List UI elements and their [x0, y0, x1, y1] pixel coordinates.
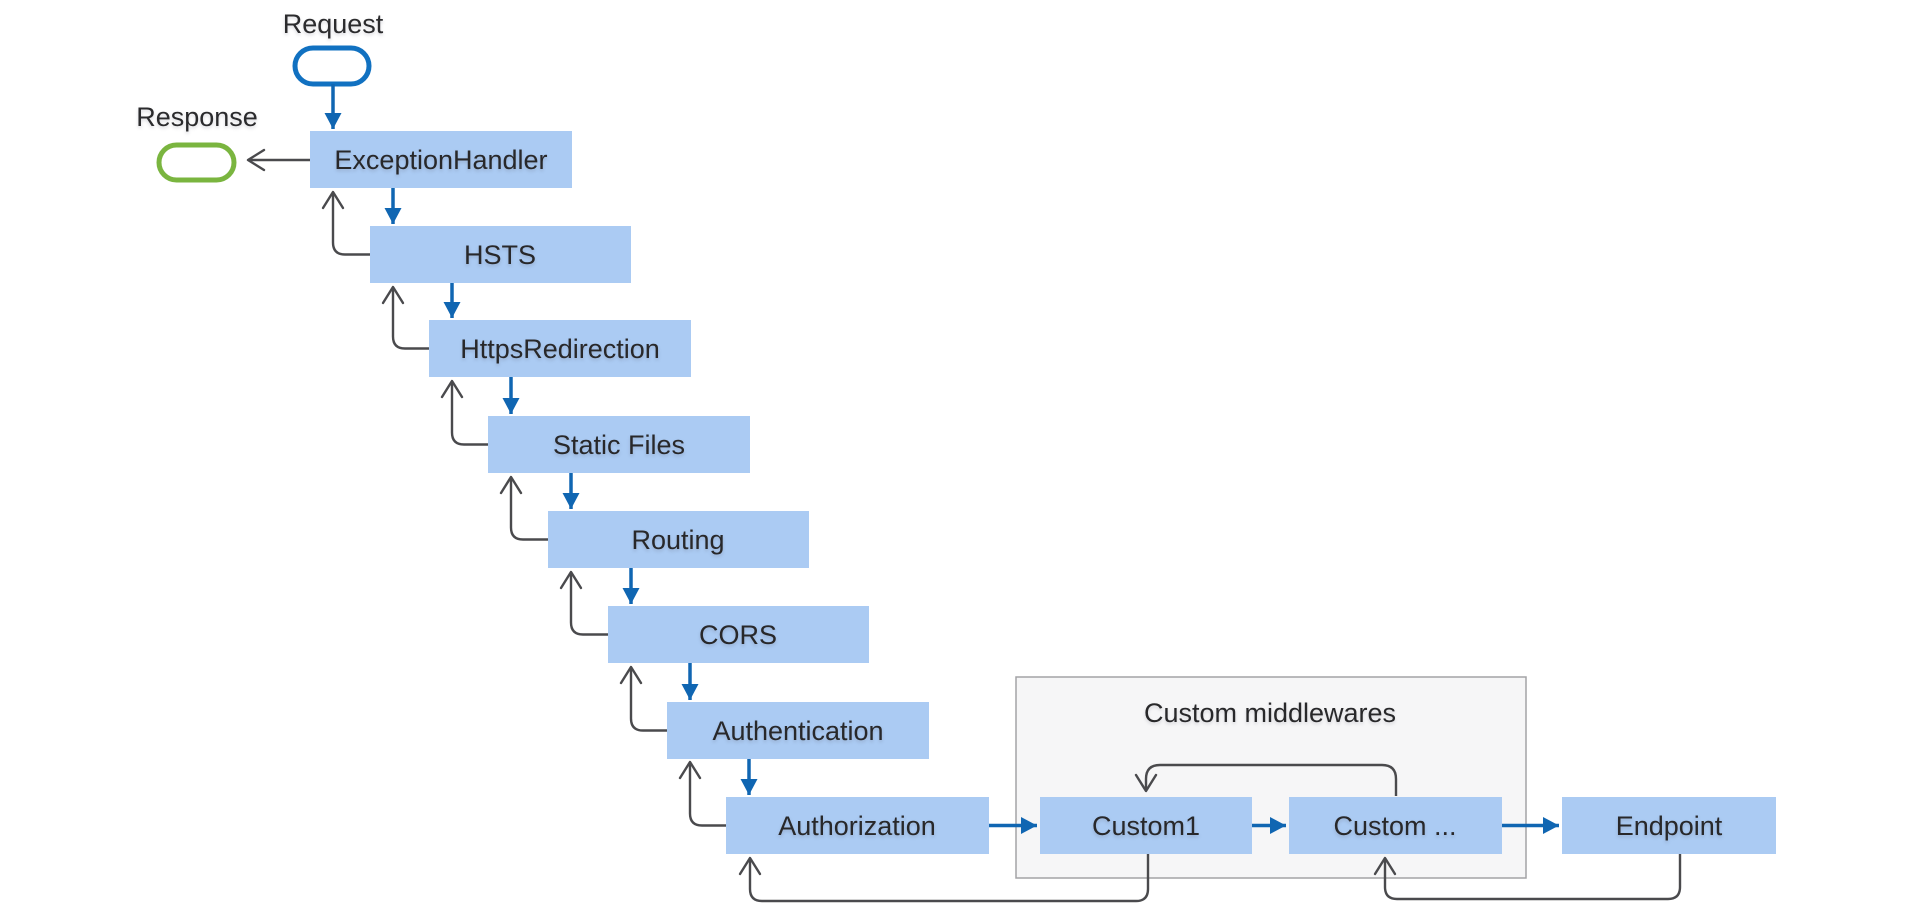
node-hsts: HSTS	[370, 226, 631, 283]
node-exception-handler-box	[310, 131, 572, 188]
node-routing: Routing	[548, 511, 809, 568]
request-terminal	[292, 45, 372, 87]
node-routing-box	[548, 511, 809, 568]
node-authentication: Authentication	[667, 702, 929, 759]
node-exception-handler: ExceptionHandler	[310, 131, 572, 188]
node-custom-more-box	[1289, 797, 1502, 854]
node-static-files: Static Files	[488, 416, 750, 473]
node-custom-more-label: Custom ...	[1333, 811, 1456, 841]
node-custom1-label: Custom1	[1092, 811, 1200, 841]
node-cors-box	[608, 606, 869, 663]
node-endpoint-label: Endpoint	[1616, 811, 1723, 841]
node-custom1-box	[1040, 797, 1252, 854]
return-arrow-custommore-to-custom1-loop	[1134, 763, 1398, 796]
node-custom1: Custom1	[1040, 797, 1252, 854]
node-static-files-box	[488, 416, 750, 473]
return-flow-arrows	[246, 148, 1682, 903]
return-arrow-custom1-to-authorization	[738, 854, 1150, 903]
node-authentication-box	[667, 702, 929, 759]
return-arrow-cors-to-routing	[559, 570, 608, 636]
node-custom-more: Custom ...	[1289, 797, 1502, 854]
node-cors: CORS	[608, 606, 869, 663]
node-authentication-label: Authentication	[712, 716, 883, 746]
return-arrow-routing-to-staticfiles	[499, 475, 548, 541]
response-label: Response	[136, 102, 258, 132]
node-endpoint: Endpoint	[1562, 797, 1776, 854]
node-hsts-box	[370, 226, 631, 283]
node-authorization-label: Authorization	[778, 811, 936, 841]
node-https-redirection-box	[429, 320, 691, 377]
node-hsts-label: HSTS	[464, 240, 536, 270]
return-arrow-staticfiles-to-httpsredirection	[440, 379, 488, 446]
forward-flow-arrows	[324, 84, 1559, 834]
return-arrow-endpoint-to-custommore	[1373, 854, 1682, 901]
node-exception-handler-label: ExceptionHandler	[334, 145, 547, 175]
node-authorization: Authorization	[726, 797, 989, 854]
node-static-files-label: Static Files	[553, 430, 685, 460]
node-routing-label: Routing	[631, 525, 724, 555]
request-label: Request	[283, 9, 384, 39]
node-endpoint-box	[1562, 797, 1776, 854]
custom-middlewares-title: Custom middlewares	[1144, 698, 1396, 728]
return-arrow-authorization-to-authentication	[678, 760, 726, 827]
node-cors-label: CORS	[699, 620, 777, 650]
return-arrow-hsts-to-exceptionhandler	[321, 190, 370, 256]
return-arrow-httpsredirection-to-hsts	[381, 285, 429, 350]
response-terminal	[156, 142, 237, 183]
node-https-redirection: HttpsRedirection	[429, 320, 691, 377]
node-https-redirection-label: HttpsRedirection	[460, 334, 660, 364]
return-arrow-authentication-to-cors	[619, 665, 667, 732]
node-authorization-box	[726, 797, 989, 854]
